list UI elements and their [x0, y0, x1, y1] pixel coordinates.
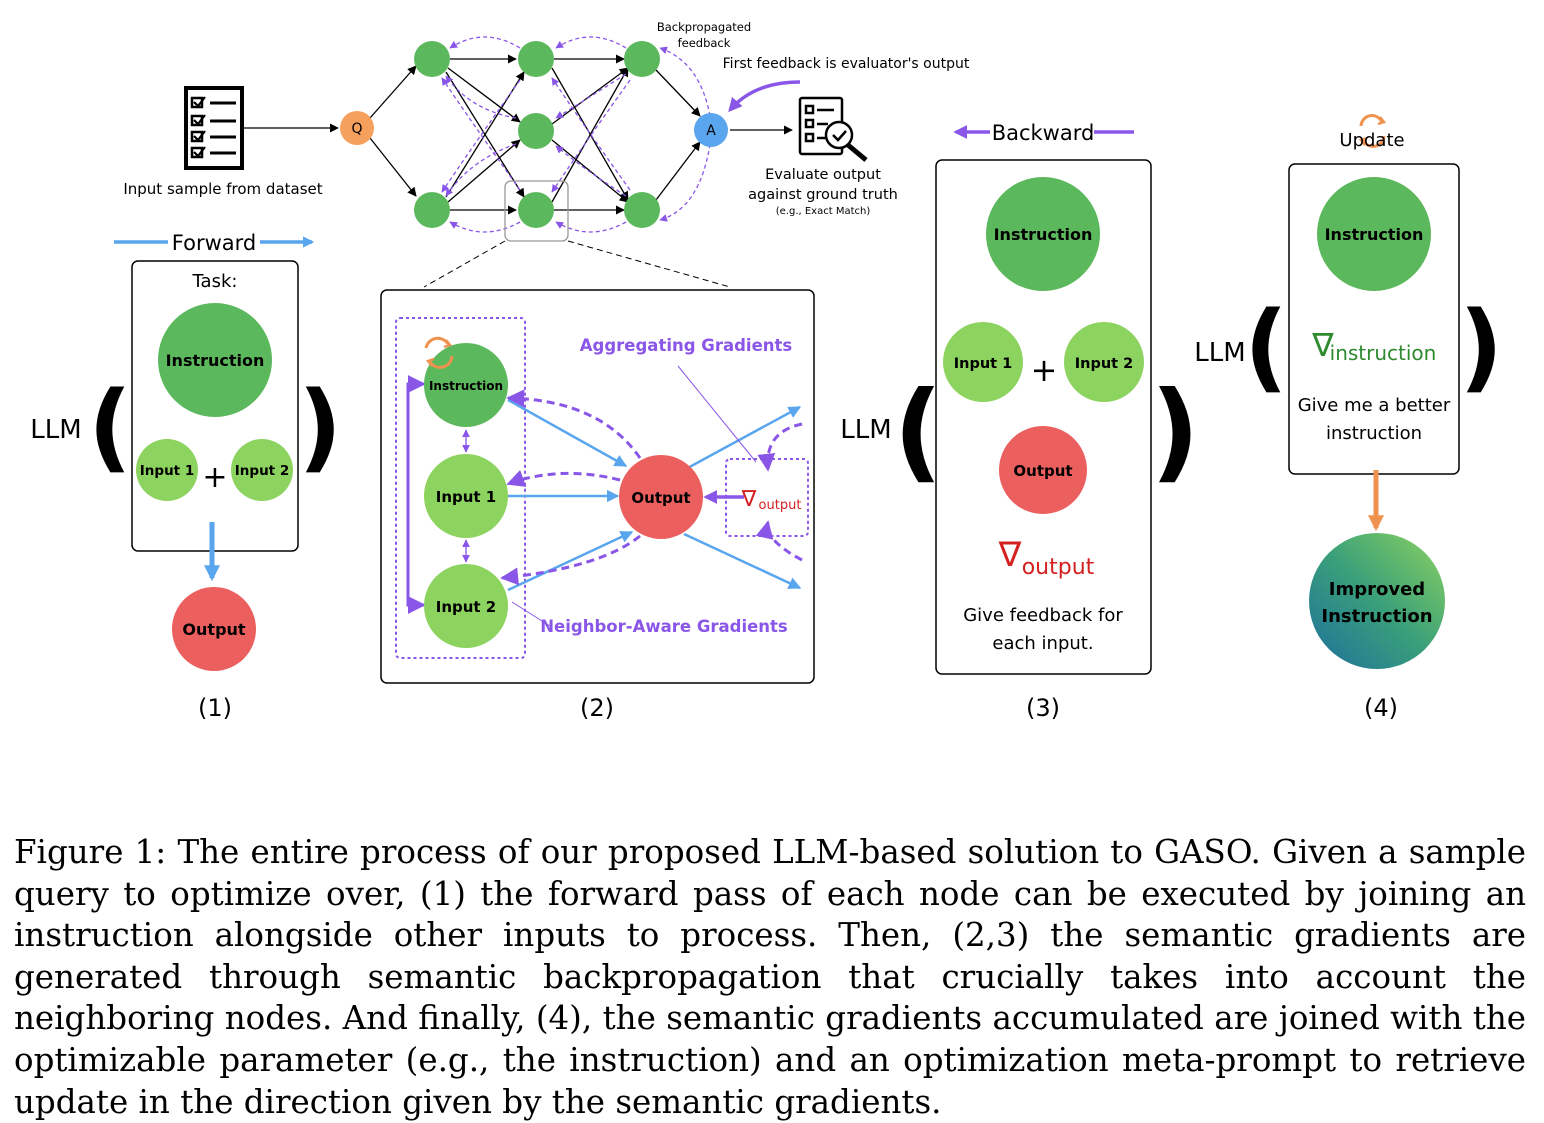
backprop-edges — [441, 36, 711, 233]
network-node — [518, 192, 554, 228]
network-node — [414, 41, 450, 77]
panel-forward: Forward LLM ( ) Task: Instruction Input … — [30, 231, 342, 722]
answer-node-label: A — [706, 123, 716, 139]
evaluate-label-1: Evaluate output — [765, 167, 881, 183]
figure-diagram: Input sample from dataset — [30, 20, 1503, 722]
right-paren: ) — [298, 371, 342, 483]
backprop-feedback-label-1: Backpropagated — [657, 20, 751, 34]
improved-instruction-node — [1309, 533, 1445, 669]
output-node-label: Output — [631, 489, 690, 507]
right-paren: ) — [1150, 369, 1199, 494]
network-node — [414, 192, 450, 228]
answer-node — [694, 113, 728, 147]
output-node — [619, 455, 703, 539]
right-paren: ) — [1459, 291, 1503, 403]
instruction-node — [1317, 177, 1431, 291]
left-paren: ( — [88, 371, 132, 483]
feedback-prompt-line-1: Give feedback for — [963, 605, 1123, 626]
input2-node-label: Input 2 — [436, 598, 497, 616]
network-node — [624, 192, 660, 228]
left-paren: ( — [1244, 291, 1288, 403]
meta-prompt-line-2: instruction — [1326, 423, 1422, 444]
output-node-label: Output — [1013, 462, 1072, 480]
evaluate-label-3: (e.g., Exact Match) — [776, 206, 871, 217]
input1-node — [424, 454, 508, 538]
query-node — [340, 111, 374, 145]
llm-label: LLM — [840, 415, 891, 445]
left-paren: ( — [893, 369, 942, 494]
forward-edges — [369, 54, 793, 215]
input1-node — [943, 322, 1023, 402]
gradient-subscript: output — [1022, 555, 1095, 580]
input2-node — [1064, 322, 1144, 402]
instruction-node — [986, 177, 1100, 291]
feedback-prompt-line-2: each input. — [992, 633, 1093, 654]
panel-number-3: (3) — [1026, 694, 1060, 722]
panel-zoom: Instruction Input 1 Input 2 Output ∇ out… — [380, 289, 815, 722]
instruction-node-label: Instruction — [429, 379, 503, 393]
instruction-node — [424, 343, 508, 427]
input1-node — [136, 439, 198, 501]
panel-number-1: (1) — [198, 694, 232, 722]
gradient-nabla: ∇ — [1311, 326, 1334, 364]
input2-node-label: Input 2 — [1075, 356, 1134, 372]
gradient-subscript: output — [759, 498, 802, 513]
forward-label: Forward — [172, 231, 256, 255]
neighbor-gradients-label: Neighbor-Aware Gradients — [540, 617, 788, 636]
input2-node — [231, 439, 293, 501]
improved-label-2: Instruction — [1321, 606, 1432, 627]
panel-number-2: (2) — [580, 694, 614, 722]
backward-box — [935, 159, 1152, 675]
network-diagram: Input sample from dataset — [123, 20, 970, 288]
update-cycle-icon — [1358, 114, 1387, 148]
llm-label: LLM — [1194, 338, 1245, 368]
update-cycle-icon — [424, 336, 454, 369]
neighbor-group-box — [395, 317, 526, 659]
evaluator-checklist-icon — [798, 96, 868, 162]
instruction-node-label: Instruction — [1325, 225, 1424, 244]
network-node — [518, 41, 554, 77]
zoom-selection-box — [504, 180, 569, 242]
output-node — [172, 587, 256, 671]
input1-node-label: Input 1 — [954, 356, 1013, 372]
backward-label: Backward — [992, 121, 1095, 145]
llm-label: LLM — [30, 415, 81, 445]
update-label: Update — [1339, 130, 1404, 151]
input2-node — [424, 564, 508, 648]
input1-node-label: Input 1 — [140, 463, 194, 479]
first-feedback-label: First feedback is evaluator's output — [723, 56, 970, 72]
input2-node-label: Input 2 — [235, 463, 289, 479]
clipboard-checklist-icon — [184, 86, 244, 170]
network-node — [518, 113, 554, 149]
input1-node-label: Input 1 — [436, 488, 497, 506]
instruction-node-label: Instruction — [994, 225, 1093, 244]
gradient-nabla: ∇ — [741, 487, 757, 512]
meta-prompt-line-1: Give me a better — [1298, 395, 1451, 416]
panel-update: Update LLM ( ) Instruction ∇ instruction… — [1194, 114, 1503, 722]
gradient-nabla: ∇ — [998, 535, 1022, 575]
aggregating-gradients-label: Aggregating Gradients — [580, 336, 793, 355]
plus-sign: + — [202, 460, 227, 495]
backprop-feedback-label-2: feedback — [678, 36, 731, 50]
plus-sign: + — [1031, 351, 1058, 389]
figure-caption: Figure 1: The entire process of our prop… — [14, 833, 1526, 1121]
evaluate-label-2: against ground truth — [748, 187, 898, 203]
query-node-label: Q — [351, 121, 362, 137]
gradient-subscript: instruction — [1330, 341, 1437, 365]
input-sample-label: Input sample from dataset — [123, 180, 322, 198]
improved-label-1: Improved — [1329, 579, 1425, 600]
instruction-node — [158, 303, 272, 417]
network-node — [624, 41, 660, 77]
output-node — [999, 426, 1087, 514]
instruction-node-label: Instruction — [166, 351, 265, 370]
output-node-label: Output — [182, 620, 245, 639]
panel-backward: Backward LLM ( ) Instruction Input 1 + I… — [840, 121, 1199, 722]
panel-number-4: (4) — [1364, 694, 1398, 722]
task-label: Task: — [192, 271, 238, 292]
